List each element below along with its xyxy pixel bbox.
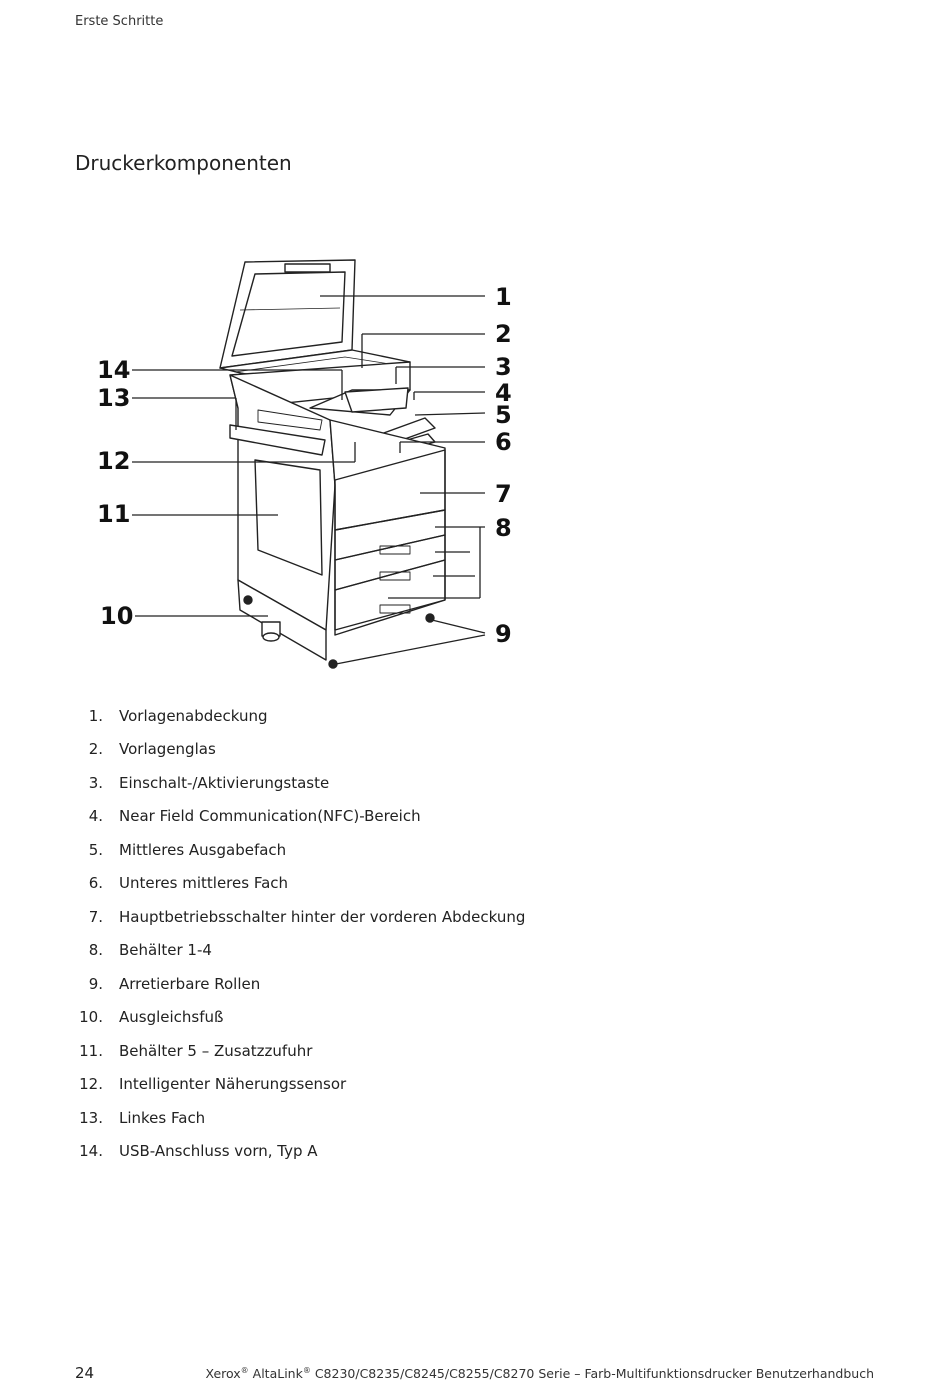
- legend-label: USB-Anschluss vorn, Typ A: [119, 1142, 318, 1161]
- legend-number: 2.: [88, 740, 103, 759]
- callout-10: 10: [100, 602, 134, 630]
- legend-number: 13.: [79, 1108, 103, 1127]
- legend-item: 12. Intelligenter Näherungssensor: [75, 1068, 635, 1102]
- callout-2: 2: [495, 320, 512, 348]
- leader-9b: [335, 634, 486, 665]
- registered-mark: ®: [240, 1366, 249, 1375]
- callout-12: 12: [97, 447, 131, 475]
- legend-item: 2. Vorlagenglas: [75, 733, 635, 767]
- printer-components-figure: 1 2 3 4 5 6 7 8 9 10 11 12 13 14: [90, 250, 530, 680]
- left-tray: [229, 424, 326, 456]
- callout-8: 8: [495, 514, 512, 542]
- legend-number: 1.: [88, 706, 103, 725]
- legend-number: 5.: [88, 840, 103, 859]
- section-title: Druckerkomponenten: [75, 151, 292, 175]
- legend-item: 13. Linkes Fach: [75, 1101, 635, 1135]
- legend-number: 8.: [88, 941, 103, 960]
- legend-label: Arretierbare Rollen: [119, 974, 261, 993]
- caster: [243, 595, 253, 605]
- legend-label: Vorlagenabdeckung: [119, 706, 268, 725]
- legend-label: Near Field Communication(NFC)-Bereich: [119, 807, 421, 826]
- legend-item: 14. USB-Anschluss vorn, Typ A: [75, 1135, 635, 1169]
- callout-13: 13: [97, 384, 131, 412]
- legend-number: 14.: [79, 1142, 103, 1161]
- legend-label: Unteres mittleres Fach: [119, 874, 289, 893]
- callout-5: 5: [495, 401, 512, 429]
- document-feeder-handle: [284, 263, 331, 273]
- touch-screen: [344, 387, 409, 413]
- legend-label: Hauptbetriebsschalter hinter der vordere…: [119, 907, 526, 926]
- callout-6: 6: [495, 428, 512, 456]
- callout-4: 4: [495, 379, 512, 407]
- legend-number: 3.: [88, 773, 103, 792]
- legend-number: 10.: [79, 1008, 103, 1027]
- stand: [237, 579, 327, 661]
- legend-label: Linkes Fach: [119, 1108, 206, 1127]
- registered-mark: ®: [302, 1366, 311, 1375]
- legend-item: 10. Ausgleichsfuß: [75, 1001, 635, 1035]
- legend-item: 6. Unteres mittleres Fach: [75, 867, 635, 901]
- footer-brand: Xerox: [205, 1366, 241, 1382]
- legend-item: 3. Einschalt-/Aktivierungstaste: [75, 766, 635, 800]
- footer-product: AltaLink: [252, 1366, 303, 1382]
- callout-1: 1: [495, 283, 512, 311]
- caster: [328, 659, 338, 669]
- legend-label: Intelligenter Näherungssensor: [119, 1075, 347, 1094]
- callout-7: 7: [495, 480, 512, 508]
- bypass-tray: [254, 459, 323, 576]
- legend-label: Vorlagenglas: [119, 740, 216, 759]
- legend-number: 11.: [79, 1041, 103, 1060]
- legend-number: 7.: [88, 907, 103, 926]
- callout-11: 11: [97, 500, 131, 528]
- legend-item: 9. Arretierbare Rollen: [75, 967, 635, 1001]
- legend-item: 11. Behälter 5 – Zusatzzufuhr: [75, 1034, 635, 1068]
- running-head: Erste Schritte: [75, 14, 164, 29]
- legend-number: 12.: [79, 1075, 103, 1094]
- footer-title-rest: C8230/C8235/C8245/C8255/C8270 Serie – Fa…: [314, 1366, 874, 1382]
- legend-number: 9.: [88, 974, 103, 993]
- legend-item: 8. Behälter 1-4: [75, 934, 635, 968]
- legend-label: Einschalt-/Aktivierungstaste: [119, 773, 330, 792]
- callout-3: 3: [495, 353, 512, 381]
- legend-number: 4.: [88, 807, 103, 826]
- legend-item: 7. Hauptbetriebsschalter hinter der vorde…: [75, 900, 635, 934]
- page-number: 24: [75, 1364, 95, 1382]
- callout-14: 14: [97, 356, 131, 384]
- legend-label: Behälter 5 – Zusatzzufuhr: [119, 1041, 313, 1060]
- footer-title: Xerox® AltaLink® C8230/C8235/C8245/C8255…: [205, 1366, 874, 1381]
- leader-9: [431, 619, 486, 634]
- legend-item: 4. Near Field Communication(NFC)-Bereich: [75, 800, 635, 834]
- leader-5: [414, 412, 486, 416]
- legend-label: Ausgleichsfuß: [119, 1008, 224, 1027]
- printer-illustration: [132, 259, 486, 669]
- component-legend: 1. Vorlagenabdeckung 2. Vorlagenglas 3. Ein…: [75, 699, 635, 1168]
- legend-number: 6.: [88, 874, 103, 893]
- tray-3-4: [334, 559, 446, 636]
- legend-label: Mittleres Ausgabefach: [119, 840, 287, 859]
- legend-label: Behälter 1-4: [119, 941, 212, 960]
- legend-item: 5. Mittleres Ausgabefach: [75, 833, 635, 867]
- callout-9: 9: [495, 620, 512, 648]
- legend-item: 1. Vorlagenabdeckung: [75, 699, 635, 733]
- printer-front: [329, 419, 446, 631]
